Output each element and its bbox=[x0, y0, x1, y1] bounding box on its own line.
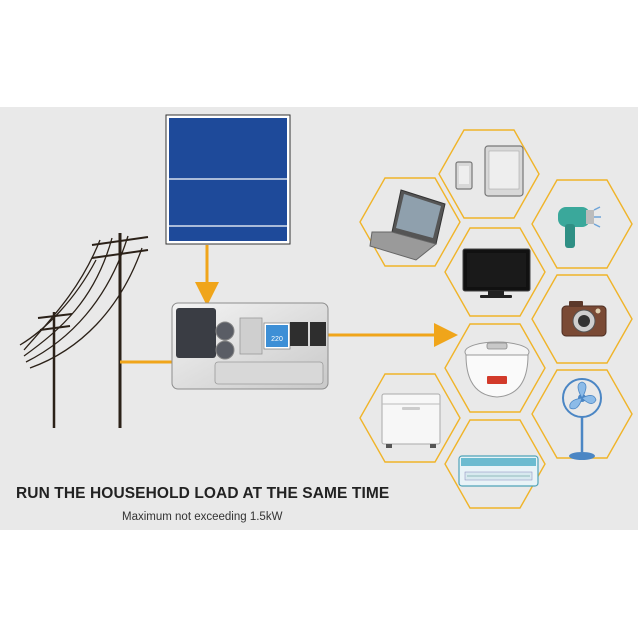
hair-dryer-icon bbox=[558, 206, 601, 248]
camera-icon bbox=[561, 301, 607, 337]
utility-power-pole-icon bbox=[19, 233, 149, 428]
hex-electric-fan bbox=[531, 369, 633, 459]
solar-panel bbox=[165, 114, 291, 245]
television-icon bbox=[462, 248, 531, 298]
subline: Maximum not exceeding 1.5kW bbox=[122, 511, 283, 523]
air-conditioner-icon bbox=[458, 455, 539, 487]
headline: RUN THE HOUSEHOLD LOAD AT THE SAME TIME bbox=[16, 485, 390, 502]
chest-freezer-icon bbox=[381, 393, 441, 448]
electric-fan-icon bbox=[562, 378, 602, 460]
tablet-phone-icon bbox=[455, 145, 524, 197]
portable-power-station: 220 bbox=[171, 302, 329, 390]
inverter-display: 220 bbox=[271, 336, 283, 343]
rice-cooker-icon bbox=[464, 341, 530, 398]
laptop-icon bbox=[369, 189, 446, 261]
